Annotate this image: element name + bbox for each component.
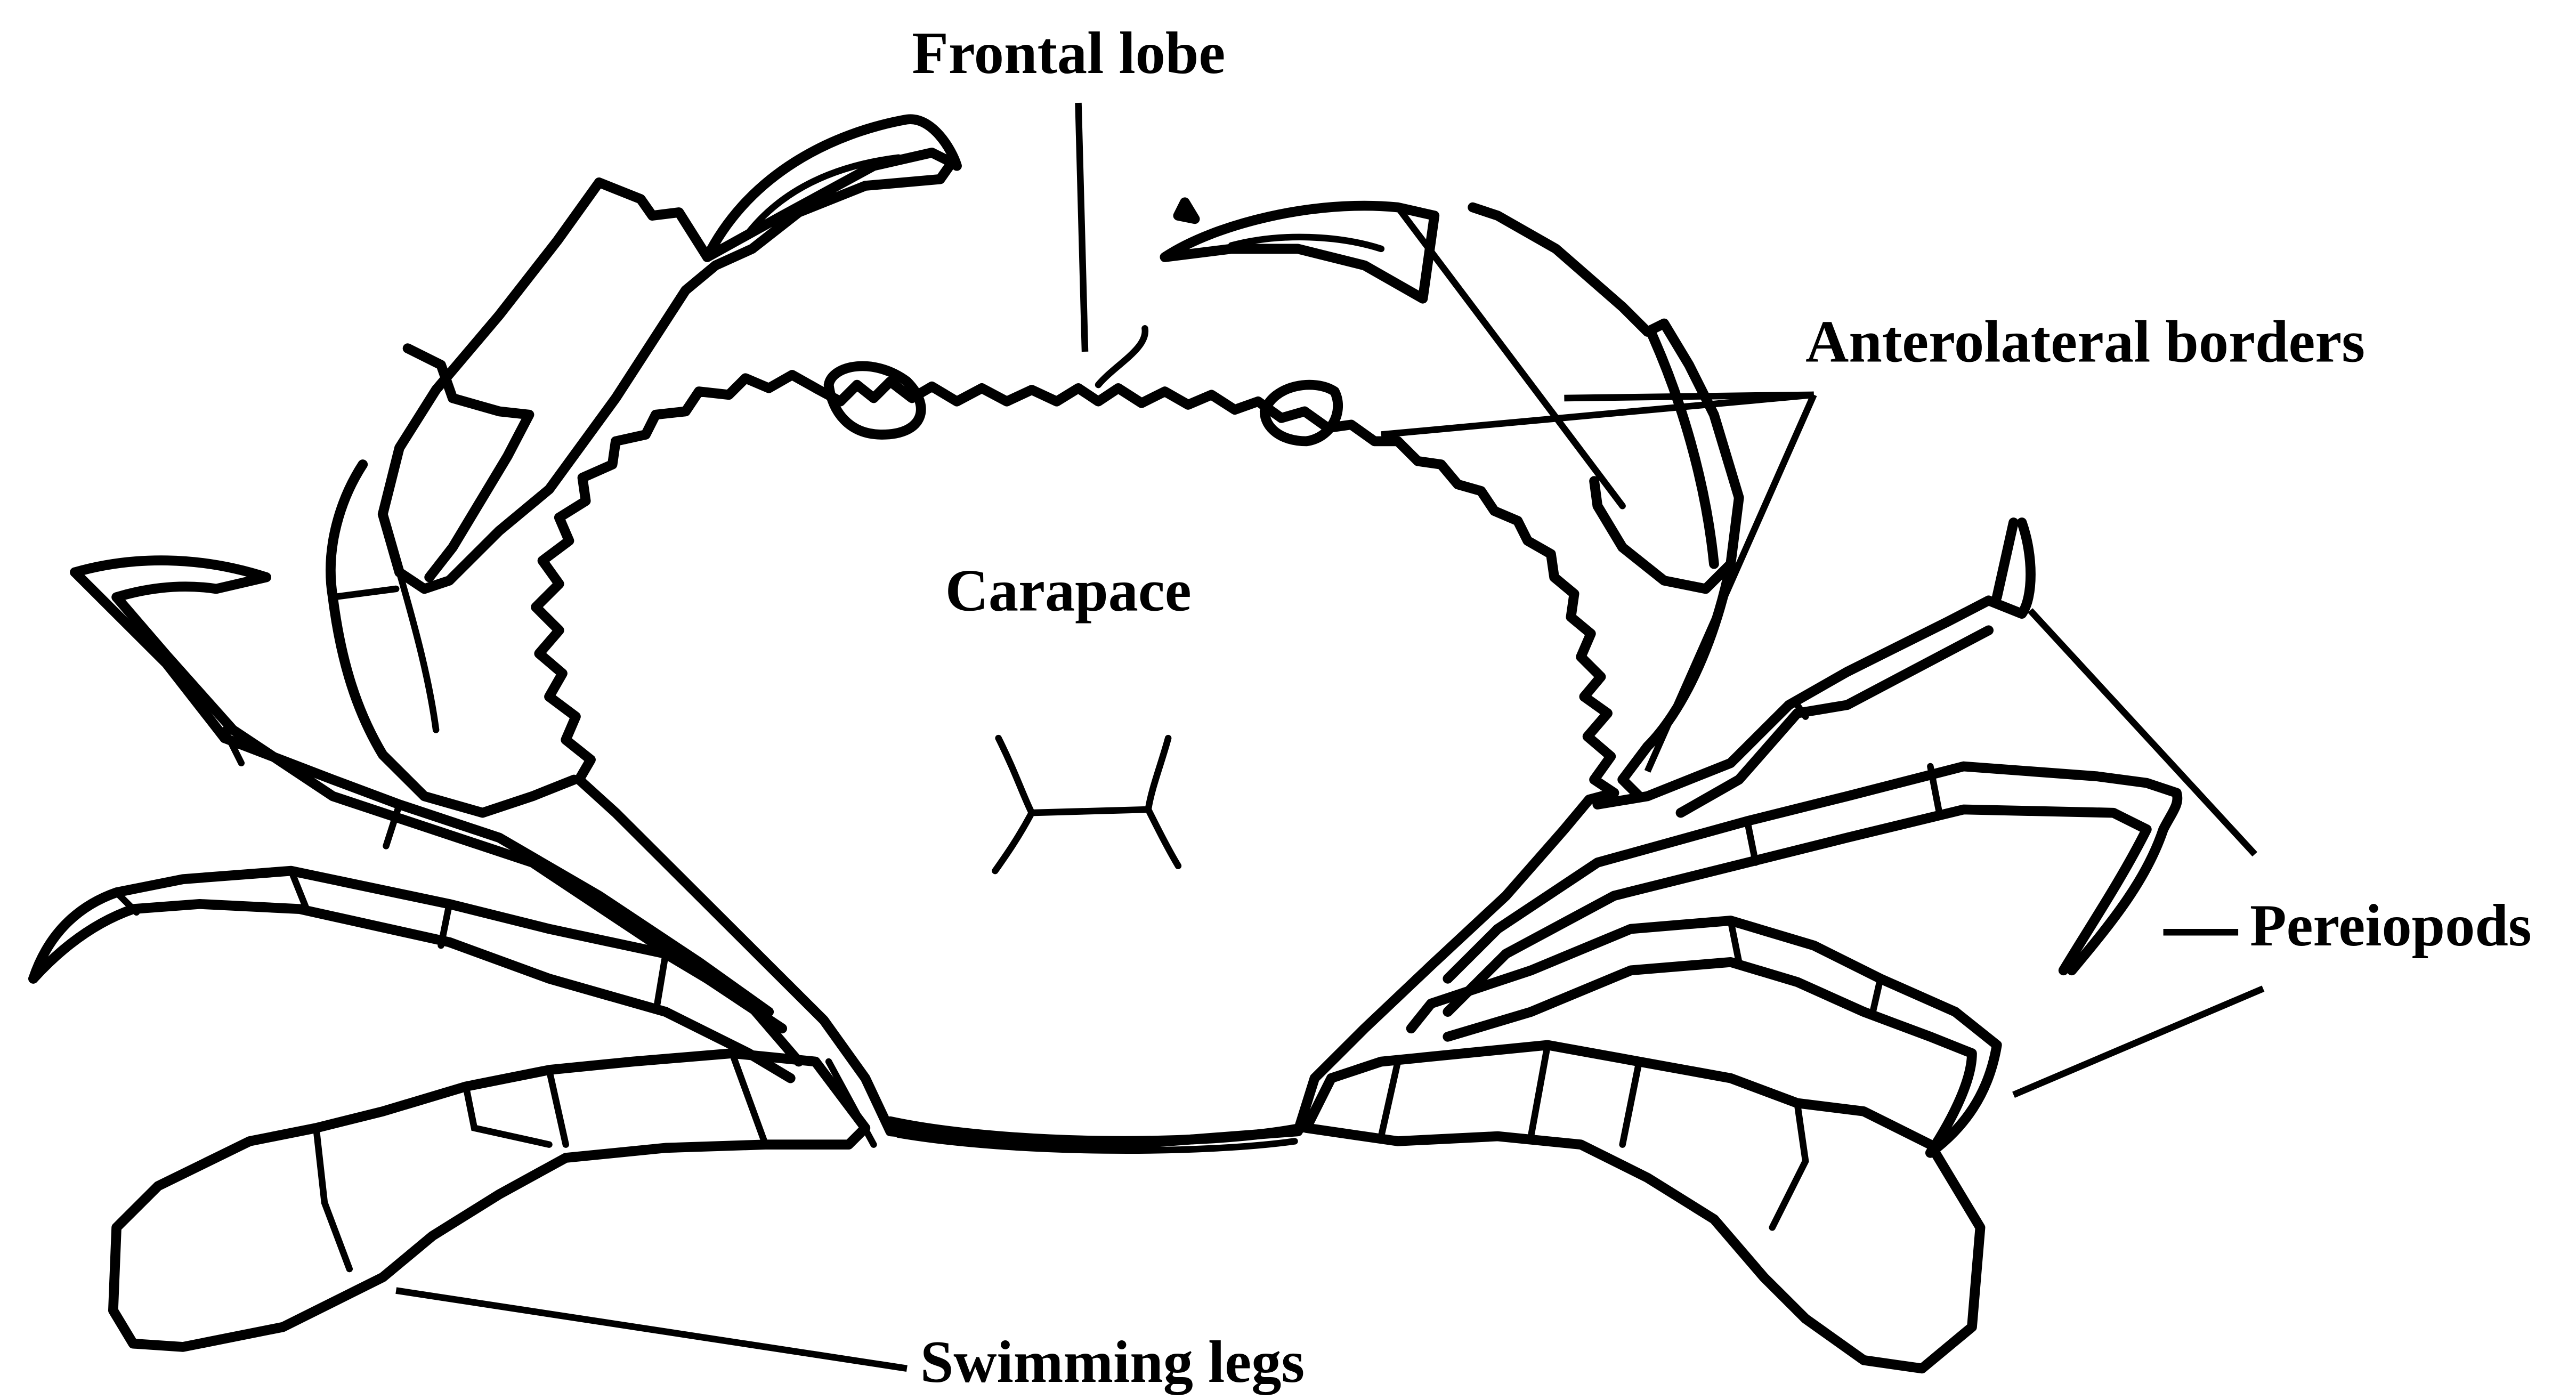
right-swimming-leg (1306, 1045, 1980, 1369)
swimming-legs-leader (396, 1291, 907, 1369)
anterolateral-borders-label: Anterolateral borders (1805, 309, 2365, 375)
right-pereiopods (1411, 522, 2177, 1153)
leader-lines (396, 103, 2263, 1369)
pereiopods-leader-upper (2030, 610, 2255, 854)
anterolateral-leader-right (1564, 395, 1813, 398)
swimming-legs-label: Swimming legs (920, 1329, 1305, 1395)
frontal-lobe-label: Frontal lobe (912, 20, 1225, 86)
pereiopods-label: Pereiopods (2250, 893, 2532, 959)
frontal-lobe-leader (1079, 103, 1085, 352)
left-cheliped (330, 119, 957, 813)
pereiopods-leader-lower (2014, 989, 2263, 1095)
carapace-label: Carapace (945, 558, 1192, 624)
right-cheliped (1165, 203, 1739, 796)
